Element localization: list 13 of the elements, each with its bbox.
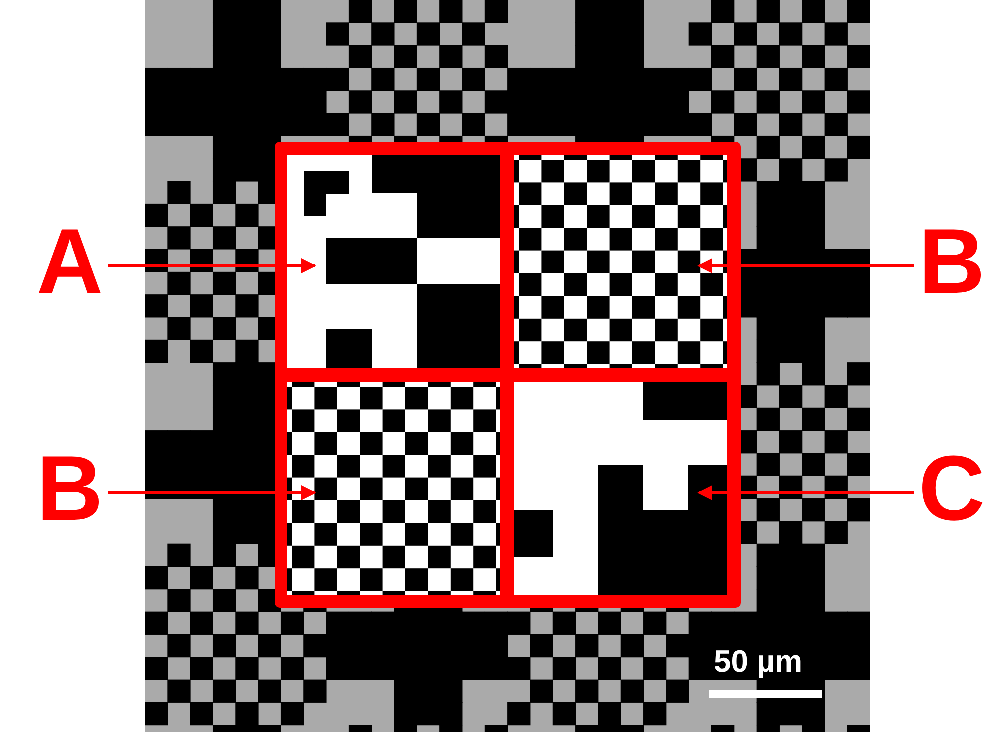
checkerboard-pattern (514, 155, 727, 368)
leader-arrow (698, 486, 914, 500)
pixel-pattern (514, 382, 727, 595)
leader-arrow (698, 258, 914, 274)
callout-letter: B (30, 443, 110, 535)
leader-arrow (108, 258, 316, 274)
callout-letter: B (912, 216, 992, 308)
callout-letter: A (30, 216, 110, 308)
checkerboard-pattern (287, 382, 500, 595)
leader-arrow (108, 486, 316, 500)
callout-letter: C (912, 443, 992, 535)
pixel-pattern (287, 155, 500, 368)
scale-label: 50 µm (714, 645, 803, 679)
